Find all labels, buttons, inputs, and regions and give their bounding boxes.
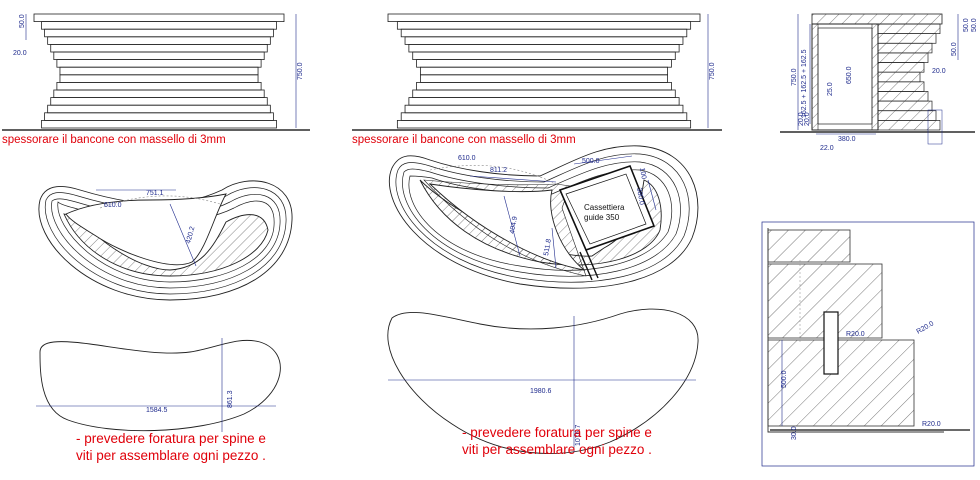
note-dowels-middle-line-2: viti per assemblare ogni pezzo . bbox=[462, 442, 652, 457]
side-gap: 50.0 bbox=[951, 42, 958, 56]
elevation-band bbox=[404, 104, 684, 114]
drawer-label-line-1: Cassettiera bbox=[584, 203, 625, 212]
elevation-band bbox=[400, 28, 688, 38]
plan-small-arc: 751.1 bbox=[146, 190, 164, 197]
side-top-band-b: 50.0 bbox=[971, 18, 978, 32]
dimension-height: 750.0 bbox=[707, 14, 716, 128]
side-height-650: 650.0 bbox=[846, 66, 853, 84]
front-elevation-view-2 bbox=[387, 13, 701, 129]
side-inner: 25.0 bbox=[827, 82, 834, 96]
height-dim-label: 750.0 bbox=[297, 62, 304, 80]
elevation-band bbox=[416, 59, 672, 68]
side-step-band bbox=[877, 71, 921, 83]
elevation-band bbox=[412, 89, 676, 98]
plan-large-depth: 404.9 bbox=[509, 216, 519, 235]
step-dim-label: 20.0 bbox=[13, 50, 27, 57]
elevation-band bbox=[59, 66, 259, 76]
elevation-band bbox=[53, 51, 265, 60]
note-thickening-middle: spessorare il bancone con massello di 3m… bbox=[352, 134, 576, 146]
side-width: 380.0 bbox=[838, 136, 856, 143]
note-dowels-middle-line-1: - prevedere foratura per spine e bbox=[462, 425, 652, 440]
side-step-band bbox=[877, 110, 937, 121]
note-dowels-left-line-1: - prevedere foratura per spine e bbox=[76, 431, 266, 446]
detail-step-a: R20.0 bbox=[846, 331, 865, 338]
elevation-band bbox=[56, 82, 262, 91]
elevation-band bbox=[419, 74, 668, 83]
note-dowels-left: - prevedere foratura per spine e viti pe… bbox=[76, 430, 266, 464]
elevation-band bbox=[396, 120, 692, 129]
elevation-band bbox=[53, 89, 265, 98]
side-step-band bbox=[877, 33, 937, 44]
detail-section-panel: R20.0 R20.0 500.0 R20.0 30.0 bbox=[761, 221, 975, 467]
front-elevation-view-1 bbox=[33, 13, 285, 129]
elevation-band bbox=[400, 112, 688, 121]
elevation-band bbox=[33, 13, 285, 22]
side-step-band bbox=[877, 42, 933, 54]
elevation-band bbox=[50, 44, 268, 53]
detail-foot: 30.0 bbox=[791, 426, 798, 440]
top-view-small: 1584.5 861.3 bbox=[36, 338, 281, 432]
plan-large-drawer-width: 500.0 bbox=[582, 158, 600, 165]
elevation-band bbox=[41, 21, 277, 30]
side-section-view: 750.0 650.0 50.0 50.0 162.5 + 162.5 + 16… bbox=[780, 13, 978, 152]
elevation-band bbox=[416, 82, 672, 91]
elevation-band bbox=[59, 74, 259, 83]
top-large-depth: 1076.7 bbox=[575, 424, 582, 446]
drawer-label-line-2: guide 350 bbox=[584, 213, 620, 222]
elevation-band bbox=[387, 13, 701, 22]
note-thickening-left: spessorare il bancone con massello di 3m… bbox=[2, 134, 226, 146]
drawer-unit: Cassettiera guide 350 bbox=[558, 164, 656, 281]
note-dowels-left-line-2: viti per assemblare ogni pezzo . bbox=[76, 448, 266, 463]
elevation-band bbox=[404, 36, 684, 45]
elevation-band bbox=[56, 59, 262, 68]
elevation-band bbox=[50, 97, 268, 106]
side-top-band-a: 50.0 bbox=[963, 18, 970, 32]
side-step-band bbox=[877, 91, 929, 102]
elevation-band bbox=[44, 112, 274, 121]
plan-small-depth: 420.2 bbox=[185, 226, 196, 245]
note-dowels-middle: - prevedere foratura per spine e viti pe… bbox=[462, 424, 652, 458]
top-large-width: 1980.6 bbox=[530, 388, 552, 395]
side-step-band bbox=[877, 100, 933, 112]
side-stack-dims: 162.5 + 162.5 + 162.5 bbox=[801, 49, 808, 118]
plan-large-arc: 811.2 bbox=[490, 167, 507, 174]
side-step: 20.0 bbox=[932, 68, 946, 75]
side-base-a: 20.0 bbox=[798, 112, 805, 126]
detail-height: 500.0 bbox=[781, 370, 788, 388]
elevation-band bbox=[412, 51, 676, 60]
plan-large-radius: 610.0 bbox=[458, 155, 476, 162]
side-step-band bbox=[877, 62, 925, 73]
plan-large-drawer-depth: 380.0 bbox=[635, 187, 645, 206]
top-small-width: 1584.5 bbox=[146, 407, 168, 414]
plan-large-side: 511.8 bbox=[543, 238, 553, 256]
dimension-height: 750.0 50.0 20.0 bbox=[13, 14, 304, 128]
top-band-dim-label: 50.0 bbox=[19, 14, 26, 28]
detail-foot-r: R20.0 bbox=[922, 421, 941, 428]
elevation-band bbox=[44, 28, 274, 38]
elevation-band bbox=[408, 97, 680, 106]
elevation-band bbox=[47, 104, 271, 114]
elevation-band bbox=[41, 120, 277, 129]
plan-view-small: 751.1 610.0 420.2 bbox=[38, 180, 293, 301]
top-view-large: 1980.6 1076.7 bbox=[387, 308, 699, 454]
side-step-band bbox=[877, 52, 929, 63]
elevation-band bbox=[396, 21, 692, 30]
top-small-depth: 861.3 bbox=[227, 390, 234, 408]
side-base-b: 20.0 bbox=[804, 112, 811, 126]
plan-large-drawer-ext: 100 bbox=[638, 167, 647, 180]
plan-view-large: Cassettiera guide 350 610.0 811.2 404.9 … bbox=[388, 145, 699, 289]
elevation-band bbox=[419, 66, 668, 76]
side-step-band bbox=[877, 23, 941, 34]
side-step-band bbox=[877, 81, 925, 92]
side-foot: 22.0 bbox=[820, 145, 834, 152]
elevation-band bbox=[47, 36, 271, 45]
height-dim-label: 750.0 bbox=[709, 62, 716, 80]
side-step-band bbox=[877, 120, 941, 131]
elevation-band bbox=[408, 44, 680, 53]
plan-small-radius: 610.0 bbox=[104, 202, 122, 209]
detail-step-b: R20.0 bbox=[916, 320, 936, 335]
side-height-750: 750.0 bbox=[791, 68, 798, 86]
